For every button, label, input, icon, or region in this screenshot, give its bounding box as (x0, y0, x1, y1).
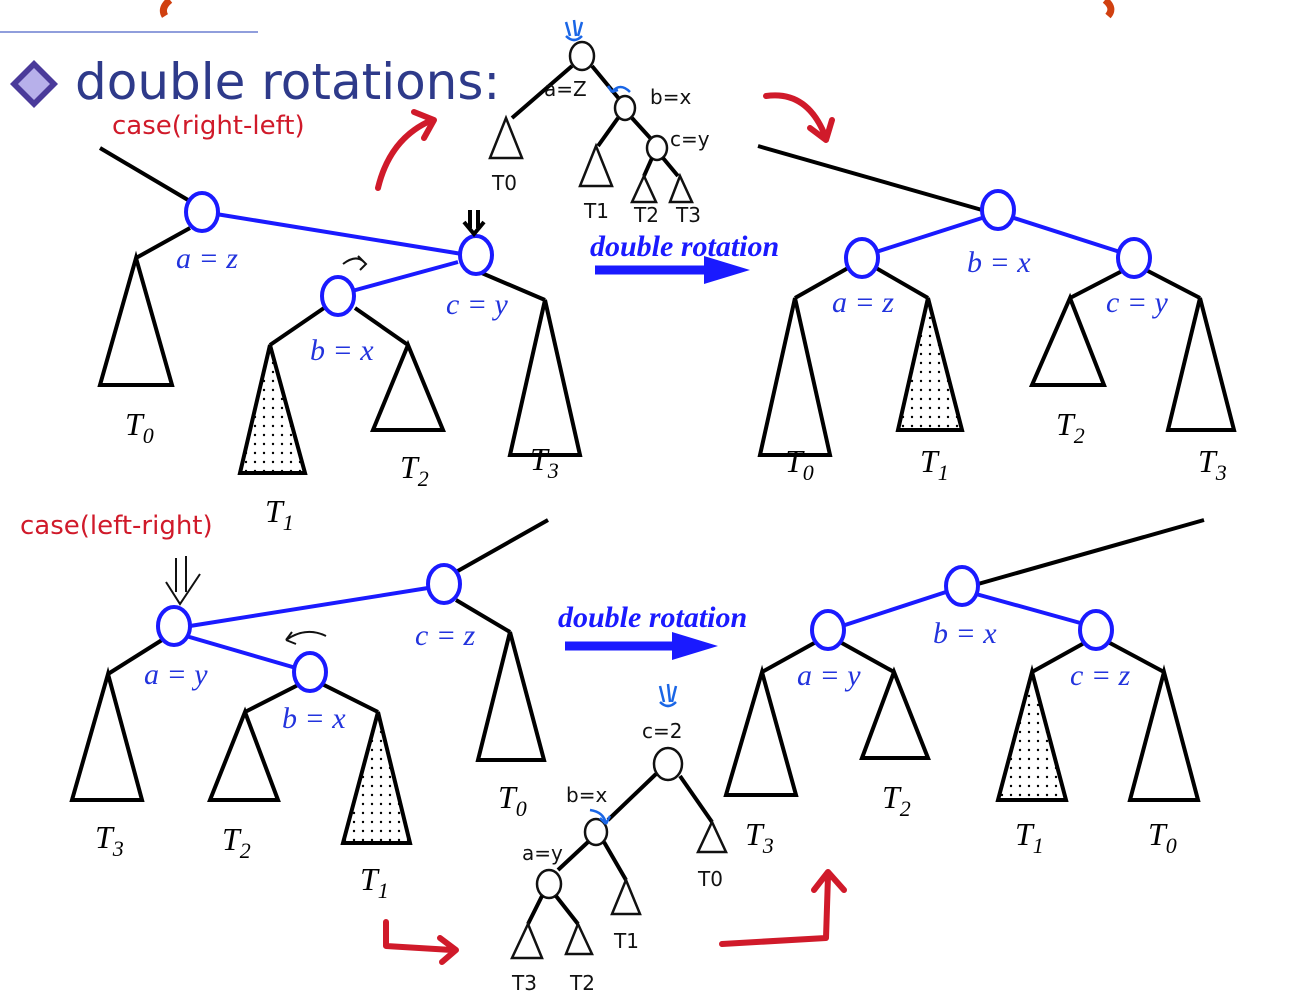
top-after-tree (757, 144, 1237, 457)
bottom-rotate-mark (285, 630, 327, 645)
bottom-label-t1: T1 (360, 861, 389, 903)
label-c-eq-y: c = y (446, 288, 509, 321)
bottom-t1-text: 1 (378, 878, 389, 903)
red-arrow-up-right-icon (719, 869, 847, 947)
rotation-label-bottom: double rotation (558, 601, 747, 634)
tree-labels-top-after: T0 T1 T2 T3 (785, 406, 1227, 485)
sketch-root-label: a=Z (544, 77, 587, 101)
node-c (458, 234, 494, 276)
sketch-rotate-icon (606, 85, 631, 94)
sketch-t1-label: T1 (583, 199, 609, 223)
bottom-after-label-t1: T1 (1015, 816, 1044, 858)
bottom-after-t2-text: 2 (900, 796, 911, 821)
bottom-after-label-c-eq-z: c = z (1070, 659, 1131, 692)
red-arrow-up-icon (375, 109, 437, 191)
rotate-mark (342, 255, 368, 271)
sketch-t3-label: T3 (675, 203, 701, 227)
bottom-before-tree (69, 518, 549, 845)
bottom-after-tree (723, 518, 1205, 802)
bottom-sketch-low-label: a=y (522, 841, 563, 865)
after-t3-text: 3 (1215, 460, 1227, 485)
bottom-sketch-rotate-icon (589, 808, 612, 825)
after-label-c-eq-y: c = y (1106, 286, 1169, 319)
title-bracket-right (1102, 0, 1115, 19)
bottom-sketch-t0-label: T0 (697, 867, 723, 891)
after-label-t1: T1 (920, 443, 949, 485)
after-t0-text: 0 (803, 460, 814, 485)
bottom-after-label-t0: T0 (1148, 816, 1177, 858)
bottom-after-t3-text: 3 (762, 833, 774, 858)
label-t2: T2 (400, 449, 429, 491)
label-b-eq-x: b = x (310, 334, 374, 367)
after-label-b-eq-x: b = x (967, 246, 1031, 279)
rotation-label-top: double rotation (590, 230, 779, 263)
sketch-mid-label: b=x (650, 85, 691, 109)
bottom-label-b-eq-x: b = x (282, 702, 346, 735)
tree-labels-bottom-after: T3 T2 T1 T0 (745, 779, 1177, 858)
sketch-t2-label: T2 (633, 203, 659, 227)
bottom-down-mark (165, 556, 201, 606)
bottom-sketch-mid-label: b=x (566, 783, 607, 807)
after-label-t0: T0 (785, 443, 814, 485)
after-label-a-eq-z: a = z (832, 286, 894, 319)
case-annotation-bottom: case(left-right) (20, 511, 213, 541)
case-annotation-top: case(right-left) (112, 111, 305, 141)
rotation-arrow-top (595, 256, 750, 284)
bottom-after-label-b-eq-x: b = x (933, 617, 997, 650)
sketch-down-icon (564, 19, 584, 42)
after-label-t3: T3 (1198, 443, 1227, 485)
node-b (320, 275, 356, 317)
bottom-after-label-t2: T2 (882, 779, 911, 821)
t1-text: 1 (283, 510, 294, 535)
bullet-diamond-icon (10, 60, 58, 108)
sketch-low-label: c=y (670, 127, 710, 151)
after-t1-text: 1 (938, 460, 949, 485)
down-arrows-mark (462, 210, 486, 238)
top-sketch (488, 19, 694, 204)
subtree-t3 (507, 299, 583, 457)
top-before-tree (97, 146, 583, 475)
bottom-after-t1-text: 1 (1033, 833, 1044, 858)
t2-text: 2 (418, 466, 429, 491)
t0-text: 0 (143, 423, 154, 448)
bottom-sketch-t1-label: T1 (613, 929, 639, 953)
red-arrow-right-icon (383, 919, 459, 965)
bottom-label-a-eq-y: a = y (144, 658, 208, 691)
bottom-label-c-eq-z: c = z (415, 619, 476, 652)
bottom-after-label-t3: T3 (745, 816, 774, 858)
bottom-t2-text: 2 (240, 838, 251, 863)
bottom-label-t0: T0 (498, 779, 527, 821)
tree-labels-bottom-before: T3 T2 T1 T0 (95, 779, 527, 903)
red-arrow-down-icon (763, 92, 835, 143)
label-a-eq-z: a = z (176, 242, 238, 275)
bottom-sketch-t2-label: T2 (569, 971, 595, 995)
title-bracket-left (159, 0, 173, 18)
bottom-label-t3: T3 (95, 819, 124, 861)
bullet-heading: double rotations: (75, 53, 500, 111)
bottom-after-t0-text: 0 (1166, 833, 1177, 858)
label-t0: T0 (125, 406, 154, 448)
bottom-t3-text: 3 (112, 836, 124, 861)
after-t2-text: 2 (1074, 423, 1085, 448)
subtree-t2 (370, 339, 446, 432)
bottom-sketch-t3-label: T3 (511, 971, 537, 995)
bottom-after-label-a-eq-y: a = y (797, 659, 861, 692)
bottom-sketch-down-icon (658, 683, 678, 708)
sketch-t0-label: T0 (491, 171, 517, 195)
bottom-sketch-root-label: c=2 (642, 719, 682, 743)
after-label-t2: T2 (1056, 406, 1085, 448)
subtree-t0 (97, 250, 175, 387)
label-t1: T1 (265, 493, 294, 535)
bottom-label-t2: T2 (222, 821, 251, 863)
bottom-sketch (510, 683, 728, 960)
rotation-arrow-bottom (565, 632, 718, 660)
bottom-t0-text: 0 (516, 796, 527, 821)
node-a (184, 191, 220, 233)
t3-text: 3 (547, 458, 559, 483)
subtree-t1 (237, 344, 308, 475)
